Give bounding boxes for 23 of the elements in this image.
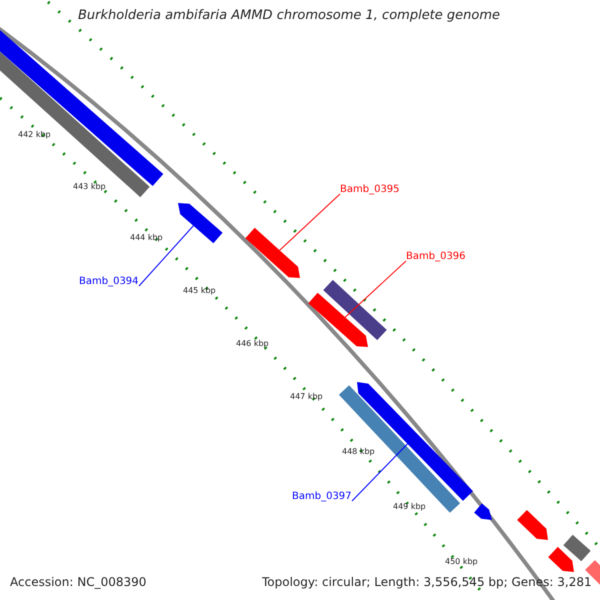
tick-label: 443 kbp: [73, 183, 106, 192]
leader-line: [352, 443, 408, 502]
gene-feature: [245, 228, 300, 278]
gene-feature: [308, 292, 368, 347]
leader-line: [344, 260, 406, 318]
gene-label: Bamb_0396: [406, 251, 466, 262]
gene-feature: [357, 382, 473, 501]
gene-label: Bamb_0395: [340, 184, 400, 195]
tick-label: 450 kbp: [445, 558, 478, 567]
genome-summary-text: Topology: circular; Length: 3,556,545 bp; Genes: 3,281: [262, 576, 592, 590]
tick-label: 444 kbp: [130, 234, 163, 243]
tick-label: 445 kbp: [183, 287, 216, 296]
accession-text: Accession: NC_008390: [10, 576, 146, 590]
tick-label: 446 kbp: [236, 340, 269, 349]
tick-label: 447 kbp: [290, 393, 323, 402]
gene-label: Bamb_0394: [79, 276, 139, 287]
tick-label: 442 kbp: [18, 131, 51, 140]
leader-line: [279, 194, 340, 251]
tick-label: 448 kbp: [342, 448, 375, 457]
gene-label: Bamb_0397: [292, 491, 352, 502]
title: Burkholderia ambifaria AMMD chromosome 1, complete genome: [78, 9, 500, 24]
leader-line: [138, 225, 194, 286]
gene-feature: [178, 203, 223, 244]
